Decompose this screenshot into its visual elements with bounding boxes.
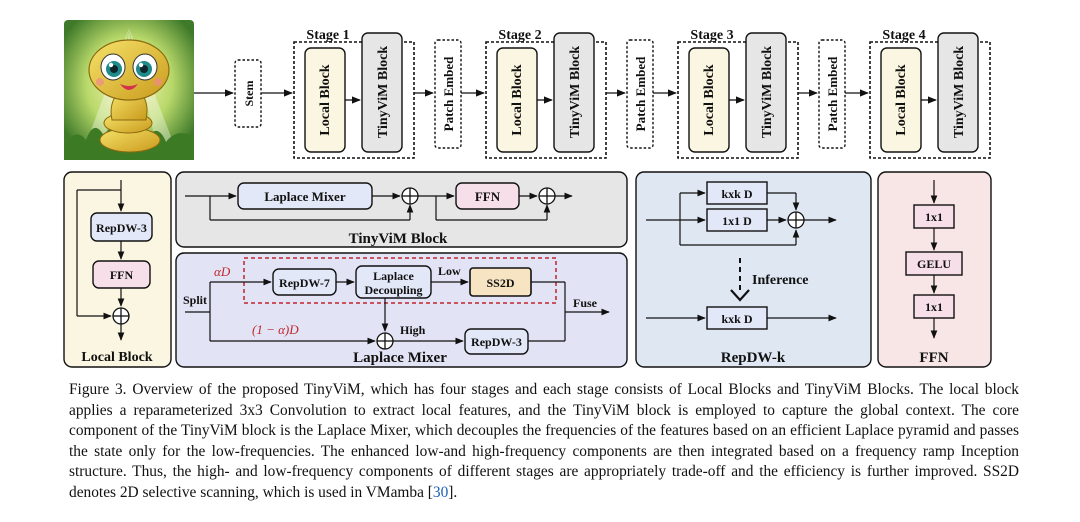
split-label: Split <box>183 293 207 307</box>
stage-4: Stage 4 Local Block TinyViM Block <box>869 28 991 159</box>
stage-2-tinyvim-block <box>553 32 595 153</box>
tinyvim-panel-title: TinyViM Block <box>349 231 448 247</box>
ffn-fc1-label: 1x1 <box>925 210 943 224</box>
ffn-fc2-label: 1x1 <box>925 300 943 314</box>
low-label: Low <box>438 264 461 278</box>
alpha-d-label: αD <box>214 264 231 279</box>
caption-end: ]. <box>448 483 458 501</box>
stage-3: Stage 3 Local Block TinyViM Block <box>677 28 799 159</box>
ss2d-label: SS2D <box>486 276 514 290</box>
onexone-label: 1x1 D <box>722 214 752 228</box>
local-block-panel: RepDW-3 FFN Local Block <box>63 171 172 368</box>
patch-embed-1: Patch Embed <box>434 39 462 149</box>
high-label: High <box>400 323 426 337</box>
ffn-panel: 1x1 GELU 1x1 FFN <box>877 171 992 368</box>
repdw-k-panel: kxk D 1x1 D Inference kxk D RepDW-k <box>635 171 872 368</box>
stem-block: Stem <box>234 59 262 128</box>
snake-mascot-illustration <box>64 20 194 160</box>
patch-embed-2: Patch Embed <box>626 39 654 149</box>
tinyvim-block-panel: Laplace Mixer FFN TinyViM Block <box>175 171 628 248</box>
stem-label: Stem <box>242 81 256 107</box>
laplace-decoupling-line1: Laplace <box>373 269 414 283</box>
figure-caption: Figure 3. Overview of the proposed TinyV… <box>69 380 1019 504</box>
stage-2-tinyvim-label: TinyViM Block <box>568 46 583 138</box>
caption-citation-link[interactable]: 30 <box>432 483 449 501</box>
stage-3-tinyvim-block <box>745 32 787 153</box>
stage-1-tinyvim-block <box>361 32 403 153</box>
stage-3-title: Stage 3 <box>690 28 733 43</box>
tiny-ffn-label: FFN <box>475 189 501 204</box>
stage-2: Stage 2 Local Block TinyViM Block <box>485 28 607 159</box>
local-repdw3-label: RepDW-3 <box>96 221 147 235</box>
stage-4-local-label: Local Block <box>894 64 909 135</box>
caption-text: Figure 3. Overview of the proposed TinyV… <box>69 381 1019 501</box>
laplace-mixer-panel: Split αD (1 − α)D RepDW-7 Laplace Decoup… <box>175 252 628 368</box>
stage-1-title: Stage 1 <box>306 28 349 43</box>
architecture-diagram: Stem Stage 1 Local Block TinyViM Block P… <box>63 20 992 368</box>
laplace-repdw3-label: RepDW-3 <box>471 335 522 349</box>
stage-3-tinyvim-label: TinyViM Block <box>760 46 775 138</box>
stage-2-local-label: Local Block <box>510 64 525 135</box>
stage-1-tinyvim-label: TinyViM Block <box>376 46 391 138</box>
laplace-decoupling-line2: Decoupling <box>364 283 422 297</box>
low-frequency-dashed-region <box>243 257 557 304</box>
patch-embed-3: Patch Embed <box>818 39 846 149</box>
patch-embed-2-label: Patch Embed <box>633 56 648 132</box>
inference-label: Inference <box>752 273 809 288</box>
patch-embed-1-label: Patch Embed <box>441 56 456 132</box>
tiny-laplace-mixer-label: Laplace Mixer <box>264 189 345 204</box>
kxk-bottom-label: kxk D <box>721 312 752 326</box>
stage-2-title: Stage 2 <box>498 28 541 43</box>
stage-1-local-label: Local Block <box>318 64 333 135</box>
ffn-panel-title: FFN <box>919 350 948 366</box>
stage-4-tinyvim-block <box>937 32 979 153</box>
fuse-label: Fuse <box>573 296 598 310</box>
one-minus-alpha-d-label: (1 − α)D <box>252 322 299 337</box>
stage-4-title: Stage 4 <box>882 28 925 43</box>
local-block-panel-title: Local Block <box>81 350 152 365</box>
repdw-k-panel-title: RepDW-k <box>721 350 786 366</box>
stage-3-local-label: Local Block <box>702 64 717 135</box>
patch-embed-3-label: Patch Embed <box>825 56 840 132</box>
repdw7-label: RepDW-7 <box>279 276 330 290</box>
laplace-mixer-panel-title: Laplace Mixer <box>353 350 447 366</box>
stage-4-tinyvim-label: TinyViM Block <box>952 46 967 138</box>
local-ffn-label: FFN <box>110 268 134 282</box>
kxk-top-label: kxk D <box>721 187 752 201</box>
stage-1: Stage 1 Local Block TinyViM Block <box>293 28 415 159</box>
ffn-gelu-label: GELU <box>917 257 951 271</box>
